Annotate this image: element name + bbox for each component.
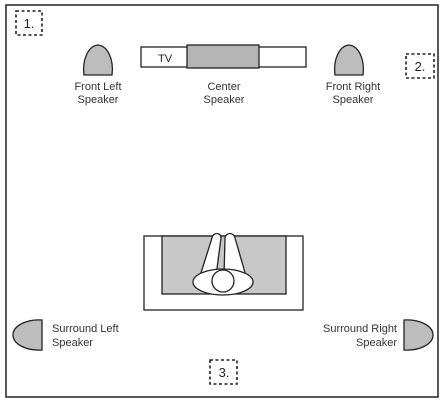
tv-label: TV xyxy=(158,53,173,65)
front-right-speaker-label-line1: Front Right xyxy=(326,81,380,93)
surround-left-speaker-label-line1: Surround Left xyxy=(52,323,119,335)
position-marker-1-label: 1. xyxy=(24,16,35,31)
listener-left-leg xyxy=(199,232,222,277)
listener-figure xyxy=(192,232,254,296)
position-marker-2: 2. xyxy=(405,53,435,79)
listener-head xyxy=(211,269,235,293)
surround-left-speaker-label-line2: Speaker xyxy=(52,337,93,349)
front-right-speaker-label-line2: Speaker xyxy=(333,94,374,106)
position-marker-2-box xyxy=(405,53,435,79)
surround-right-speaker-icon xyxy=(403,319,434,351)
surround-right-speaker-label-line1: Surround Right xyxy=(323,323,397,335)
front-left-speaker-label-line2: Speaker xyxy=(78,94,119,106)
surround-right-speaker-label-line2: Speaker xyxy=(356,337,397,349)
front-left-speaker-label-line1: Front Left xyxy=(74,81,121,93)
position-marker-3-label: 3. xyxy=(219,365,230,380)
surround-left-speaker-icon xyxy=(12,319,43,351)
position-marker-3-box xyxy=(209,359,238,385)
position-marker-2-label: 2. xyxy=(415,59,426,74)
room-outline xyxy=(5,4,439,398)
center-speaker-label-line1: Center xyxy=(207,81,240,93)
position-marker-3: 3. xyxy=(209,359,238,385)
front-left-speaker-icon xyxy=(82,44,114,76)
front-right-speaker-icon xyxy=(333,44,365,76)
center-speaker-label-line2: Speaker xyxy=(204,94,245,106)
position-marker-1: 1. xyxy=(15,10,43,36)
tv: TV xyxy=(140,44,307,69)
listener-right-leg xyxy=(223,232,247,277)
tv-screen xyxy=(186,44,260,69)
position-marker-1-box xyxy=(15,10,43,36)
